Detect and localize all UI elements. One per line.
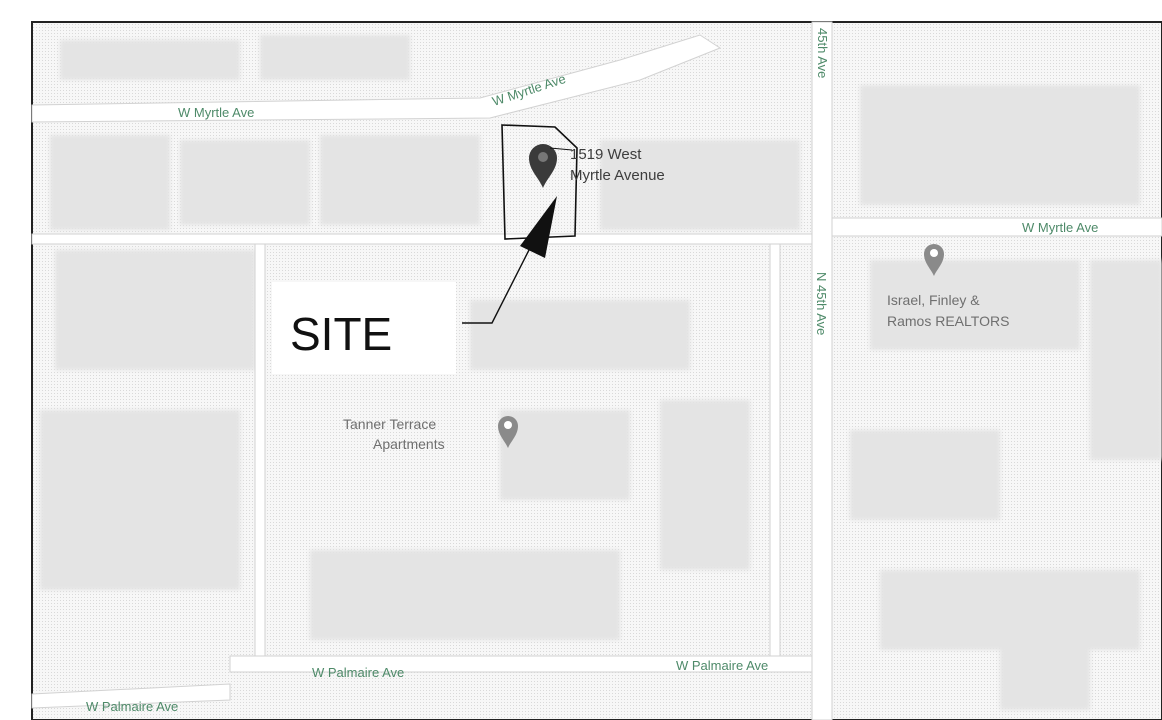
map-pin-icon[interactable]: [498, 416, 518, 448]
street-label: W Palmaire Ave: [676, 658, 768, 673]
site-callout-leader: [462, 247, 531, 324]
place-label-line1: Israel, Finley &: [887, 292, 980, 308]
street-label: N 45th Ave: [814, 272, 829, 335]
road-local-west: [254, 243, 266, 657]
street-label: W Palmaire Ave: [312, 665, 404, 680]
road-w-palmaire-ave-west: [31, 683, 231, 709]
road-local-north: [31, 233, 813, 245]
street-label: W Myrtle Ave: [178, 105, 254, 120]
road-w-myrtle-ave: [31, 34, 722, 123]
road-w-myrtle-ave-east: [831, 217, 1162, 237]
site-address-line1: 1519 West: [570, 146, 642, 163]
site-callout-label: SITE: [290, 308, 392, 360]
road-local-east: [769, 243, 781, 657]
street-label: W Myrtle Ave: [1022, 220, 1098, 235]
place-label-line2: Ramos REALTORS: [887, 313, 1009, 329]
street-label: 45th Ave: [815, 28, 830, 78]
address-leader-line: [549, 147, 573, 151]
map-pin-icon[interactable]: [924, 244, 944, 276]
roads: [31, 21, 1162, 720]
map-pin-icon[interactable]: [529, 144, 557, 188]
road-w-palmaire-ave: [229, 655, 813, 673]
site-callout-arrowhead: [520, 196, 557, 258]
map-frame: [31, 21, 1162, 720]
site-parcel-outline: [501, 124, 578, 240]
street-label: W Palmaire Ave: [86, 699, 178, 714]
site-callout-box: [272, 282, 456, 374]
building-blocks: [40, 35, 1162, 710]
road-n-45th-ave: [811, 21, 833, 720]
site-address-line2: Myrtle Avenue: [570, 167, 665, 184]
place-label-line1: Tanner Terrace: [343, 416, 436, 432]
place-label-line2: Apartments: [373, 436, 445, 452]
